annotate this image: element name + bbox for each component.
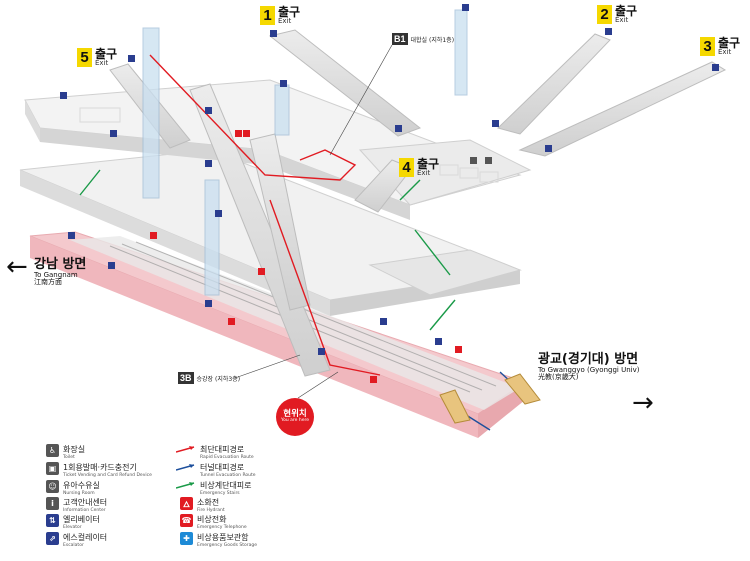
exit-en: Exit	[278, 17, 292, 25]
legend-kr: 최단대피경로	[200, 445, 245, 454]
exit-number: 1	[260, 6, 275, 25]
arrow-right-icon: →	[632, 388, 654, 418]
legend-kr: 에스컬레이터	[63, 533, 108, 542]
exit-number: 5	[77, 48, 92, 67]
you-are-here-en: You are here	[280, 418, 310, 424]
exit-number: 3	[700, 37, 715, 56]
legend-kr: 비상계단대피로	[200, 481, 252, 490]
exit-number: 4	[399, 158, 414, 177]
direction-kr: 강남 방면	[34, 257, 87, 272]
platform-stairs	[439, 373, 541, 424]
green-route-line-icon	[175, 480, 196, 492]
fire-hydrant-icon: 🜂	[180, 497, 193, 510]
legend-en: Emergency Goods Storage	[197, 543, 258, 548]
legend-kr: 화장실	[63, 445, 86, 454]
red-route-line-icon	[175, 444, 196, 456]
legend-en: Emergency Stairs	[200, 491, 240, 496]
floor-code: B1	[392, 33, 408, 45]
exit-kr: 출구	[615, 4, 638, 18]
floor-tag-b3: 3B 승강장 (지하3층)	[178, 372, 240, 384]
info-center-icon: i	[46, 497, 59, 510]
exit-en: Exit	[615, 16, 629, 24]
escalator-icon: ⇗	[46, 532, 59, 545]
legend-kr: 1회용발매·카드충전기	[63, 463, 137, 472]
floor-tag-b1: B1 대합실 (지하1층)	[392, 33, 454, 45]
evacuation-route-red	[149, 54, 381, 376]
floor-leader-lines	[234, 44, 393, 399]
exit-en: Exit	[417, 169, 431, 177]
legend-en: Toilet	[63, 455, 75, 460]
nursing-room-icon: ☺	[46, 480, 59, 493]
emergency-phone-icon: ☎	[180, 514, 193, 527]
exit-kr: 출구	[718, 36, 741, 50]
exit-kr: 출구	[278, 5, 301, 19]
legend-kr: 비상전화	[197, 515, 227, 524]
legend-kr: 소화전	[197, 498, 220, 507]
direction-en: To Gwanggyo (Gyonggi Univ)	[538, 365, 640, 374]
you-are-here-marker: 현위치 You are here	[276, 398, 314, 436]
legend-en: Information Center	[63, 508, 106, 513]
legend-en: Emergency Telephone	[197, 525, 247, 530]
legend-kr: 터널대피경로	[200, 463, 245, 472]
exit-kr: 출구	[417, 157, 440, 171]
floor-code: 3B	[178, 372, 194, 384]
direction-gangnam: 강남 방면 To Gangnam 江南方面	[34, 258, 86, 286]
legend-kr: 고객안내센터	[63, 498, 108, 507]
arrow-left-icon: ←	[6, 252, 28, 282]
legend-kr: 유아수유실	[63, 481, 100, 490]
facility-icons	[60, 4, 719, 383]
elevator-shafts	[142, 9, 468, 296]
legend-en: Nursing Room	[63, 491, 95, 496]
legend-en: Tunnel Evacuation Route	[200, 473, 256, 478]
legend-en: Fire Hydrant	[197, 508, 225, 513]
exit-en: Exit	[95, 59, 109, 67]
legend-en: Ticket Vending and Card Refund Device	[63, 473, 152, 478]
elevator-icon: ⇅	[46, 514, 59, 527]
direction-cn: 江南方面	[34, 277, 62, 286]
direction-en: To Gangnam	[34, 270, 78, 279]
legend-en: Elevator	[63, 525, 82, 530]
direction-gwanggyo: 광교(경기대) 방면 To Gwanggyo (Gyonggi Univ) 光教…	[538, 353, 639, 381]
blue-route-line-icon	[175, 462, 196, 474]
legend-kr: 비상용품보관함	[197, 533, 249, 542]
you-are-here-kr: 현위치	[283, 409, 307, 420]
emergency-stairs	[79, 169, 456, 331]
floor-label: 승강장 (지하3층)	[196, 375, 241, 383]
legend-en: Escalator	[63, 543, 84, 548]
direction-cn: 光教(京畿大)	[538, 372, 579, 381]
emergency-storage-icon: ✚	[180, 532, 193, 545]
legend-en: Rapid Evacuation Route	[200, 455, 254, 460]
exit-en: Exit	[718, 48, 732, 56]
floor-label: 대합실 (지하1층)	[410, 36, 455, 44]
toilet-icon: ♿	[46, 444, 59, 457]
exit-kr: 출구	[95, 47, 118, 61]
ticket-machine-icon: ▣	[46, 462, 59, 475]
legend-kr: 엘리베이터	[63, 515, 100, 524]
direction-kr: 광교(경기대) 방면	[538, 352, 639, 367]
exit-number: 2	[597, 5, 612, 24]
